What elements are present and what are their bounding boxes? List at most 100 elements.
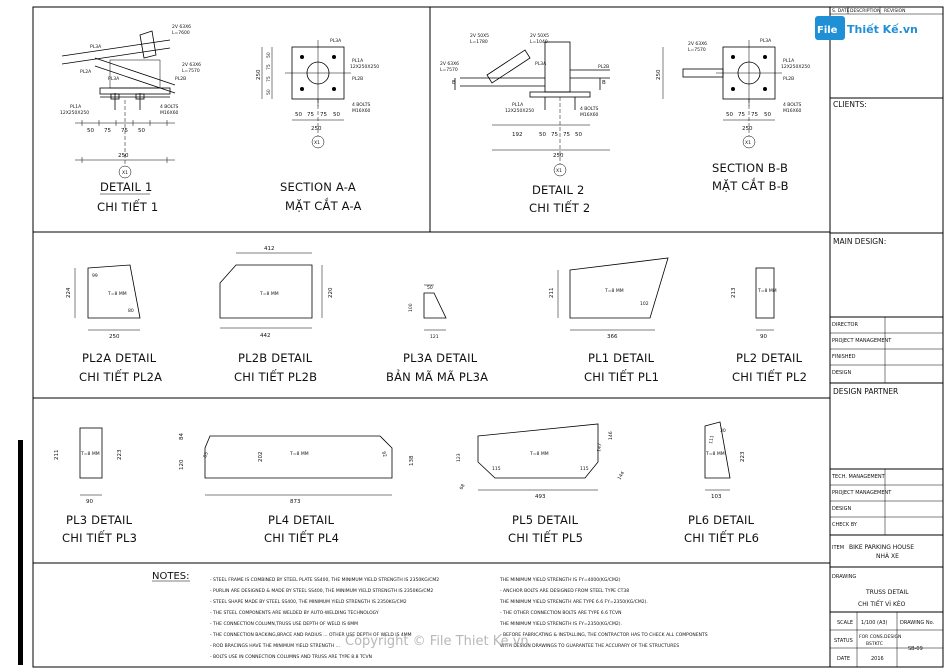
pl2a-dim-r1: 99 bbox=[92, 273, 98, 279]
pl2b-dim-bot: 442 bbox=[260, 333, 271, 339]
d1-subtitle: CHI TIẾT 1 bbox=[97, 198, 158, 214]
d1-axis-label: X1 bbox=[122, 170, 128, 176]
pl4-dim-h1: 120 bbox=[179, 459, 185, 470]
tb-main-design: MAIN DESIGN: bbox=[833, 237, 886, 246]
pl3-dim-h2: 223 bbox=[117, 449, 123, 460]
pl6-dim-w: 103 bbox=[711, 494, 722, 500]
pl6-thk: T=8 MM bbox=[705, 451, 725, 457]
sb-pl3a: PL3A bbox=[760, 38, 772, 44]
pl5-dim-h1: 115 bbox=[492, 466, 501, 472]
pl1-dim-h: 211 bbox=[549, 288, 555, 299]
note-right-2: - ANCHOR BOLTS ARE DESIGNED FROM STEEL T… bbox=[500, 588, 629, 594]
tb-design-2: DESIGN bbox=[832, 506, 852, 512]
pl1-dim-r: 102 bbox=[640, 301, 649, 307]
notes-left: - STEEL FRAME IS COMBINED BY STEEL PLATE… bbox=[210, 577, 439, 660]
pl3-dim-h1: 211 bbox=[54, 450, 60, 461]
d2-dim-75a: 75 bbox=[551, 132, 558, 138]
note-right-1: THE MINIMUM YIELD STRENGTH IS FY=4000(KG… bbox=[499, 577, 621, 583]
pl5-dim-b: 147 bbox=[596, 443, 603, 453]
sb-pl1a: PL1A bbox=[783, 58, 795, 64]
tb-item-label: ITEM bbox=[832, 545, 844, 551]
d2-bolts: 4 BOLTS bbox=[580, 106, 598, 112]
sa-dim-h250: 250 bbox=[256, 69, 262, 80]
pl2b-subtitle: CHI TIẾT PL2B bbox=[234, 368, 317, 384]
pl5-shape bbox=[477, 423, 599, 479]
sa-dim-50b: 50 bbox=[333, 112, 340, 118]
tb-project-management-2: PROJECT MANAGEMENT bbox=[832, 490, 892, 496]
pl5-dim-a: 123 bbox=[456, 453, 462, 462]
tb-drawing-label: DRAWING bbox=[832, 574, 856, 580]
sb-dim-50: 50 bbox=[726, 112, 733, 118]
note-left-6: - THE CONNECTION BACKING,BRACE AND RADIU… bbox=[210, 632, 412, 638]
d2-bolts2: M16X60 bbox=[580, 112, 599, 118]
d2-pl1a: PL1A bbox=[512, 102, 524, 108]
pl5-dim-d: 144 bbox=[617, 470, 627, 481]
pl1-shape bbox=[569, 257, 669, 319]
d2-2v50b: 2V 50X5 bbox=[530, 33, 549, 39]
pl6-shape bbox=[704, 421, 731, 479]
pl5-thk: T=8 MM bbox=[529, 451, 549, 457]
d2-l1040: L=1040 bbox=[530, 39, 548, 45]
d2-l1780: L=1780 bbox=[470, 39, 488, 45]
d1-pl1a-size: 12X250X250 bbox=[60, 110, 89, 116]
pl4-title: PL4 DETAIL bbox=[268, 513, 335, 527]
note-left-5: - THE CONNECTION COLUMN,TRUSS USE DEPTH … bbox=[210, 621, 358, 627]
tb-drawing-value-2: CHI TIẾT VÌ KÈO bbox=[858, 600, 906, 608]
d1-bolts: 4 BOLTS bbox=[160, 104, 178, 110]
sa-dim-75a: 75 bbox=[307, 112, 314, 118]
pl4-dim-h2: 202 bbox=[258, 452, 264, 463]
tb-scale-value: 1/100 (A3) bbox=[861, 620, 888, 626]
sb-2v63: 2V 63X6 bbox=[688, 41, 707, 47]
pl2a-shape bbox=[87, 264, 141, 319]
d1-bolts2: M16X60 bbox=[160, 110, 179, 116]
section-aa-drawing bbox=[261, 40, 351, 149]
pl2-dim-h: 213 bbox=[731, 287, 737, 298]
pl3-title: PL3 DETAIL bbox=[66, 513, 133, 527]
d1-dim-50b: 50 bbox=[138, 128, 145, 134]
d2-subtitle: CHI TIẾT 2 bbox=[529, 199, 590, 215]
sa-dim-50: 50 bbox=[295, 112, 302, 118]
sa-pl1a: PL1A bbox=[352, 58, 364, 64]
d2-2v50: 2V 50X5 bbox=[470, 33, 489, 39]
pl5-title: PL5 DETAIL bbox=[512, 513, 579, 527]
pl4-dim-r1: 85 bbox=[202, 451, 210, 459]
note-right-4: - THE OTHER CONNECTION BOLTS ARE TYPE 6.… bbox=[500, 610, 621, 616]
d1-dim-total: 250 bbox=[118, 153, 129, 159]
sa-dim-h75b: 75 bbox=[266, 76, 272, 82]
pl2b-title: PL2B DETAIL bbox=[238, 351, 313, 365]
sa-dim-75b: 75 bbox=[320, 112, 327, 118]
pl5-dim-c: 146 bbox=[608, 431, 614, 440]
pl2-title: PL2 DETAIL bbox=[736, 351, 803, 365]
note-right-3: THE MINIMUM YIELD STRENGTH ARE TYPE 6.6 … bbox=[499, 599, 648, 605]
tb-date-label: DATE bbox=[837, 656, 850, 662]
pl5-dim-e: 68 bbox=[459, 483, 467, 491]
note-left-4: - THE STEEL COMPONENTS ARE WELDED BY AUT… bbox=[210, 610, 379, 616]
sb-dim-50b: 50 bbox=[764, 112, 771, 118]
d1-dim-75b: 75 bbox=[121, 128, 128, 134]
tb-date-value: 2016 bbox=[871, 656, 884, 662]
d1-2v63b: 2V 63X6 bbox=[182, 62, 201, 68]
sb-axis-label: X1 bbox=[745, 140, 751, 146]
tb-finished: FINISHED bbox=[832, 354, 856, 360]
tb-drawing-no: SB-09 bbox=[908, 646, 923, 652]
pl3-subtitle: CHI TIẾT PL3 bbox=[62, 529, 137, 545]
sa-bolts: 4 BOLTS bbox=[352, 102, 370, 108]
tb-check-by: CHECK BY bbox=[832, 522, 858, 528]
pl4-dim-h3: 138 bbox=[409, 455, 415, 466]
tb-item-value: BIKE PARKING HOUSE bbox=[849, 544, 914, 551]
tb-clients: CLIENTS: bbox=[833, 100, 867, 109]
pl6-subtitle: CHI TIẾT PL6 bbox=[684, 529, 759, 545]
sa-dim-h50b: 50 bbox=[266, 89, 272, 95]
pl2-subtitle: CHI TIẾT PL2 bbox=[732, 368, 807, 384]
pl5-subtitle: CHI TIẾT PL5 bbox=[508, 529, 583, 545]
tb-header-revision: REVISION bbox=[884, 8, 905, 14]
sb-pl1a-size: 12X250X250 bbox=[781, 64, 810, 70]
d2-pl3a: PL3A bbox=[535, 61, 547, 67]
pl2b-thk: T=8 MM bbox=[259, 291, 279, 297]
tb-header-sdate: S. DATE bbox=[832, 8, 850, 14]
pl3a-shape bbox=[423, 292, 447, 319]
tb-design-partner: DESIGN PARTNER bbox=[833, 387, 898, 396]
d1-pl3a-label2: PL3A bbox=[108, 76, 120, 82]
tb-drawing-value: TRUSS DETAIL bbox=[865, 589, 909, 596]
